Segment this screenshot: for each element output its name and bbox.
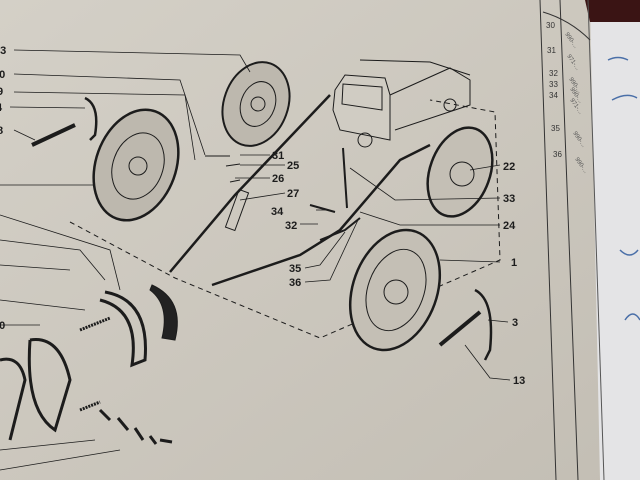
svg-text:32: 32 xyxy=(549,69,558,78)
shoe-lever-4 xyxy=(84,96,98,141)
callout-24: 24 xyxy=(503,220,516,232)
brake-lining xyxy=(149,284,178,341)
callout-13: 13 xyxy=(513,375,525,387)
brake-shoe xyxy=(99,290,147,368)
callout-8: 8 xyxy=(0,125,3,137)
callout-9: 9 xyxy=(0,86,3,98)
adjuster-27 xyxy=(224,188,250,232)
callout-23: 23 xyxy=(0,45,6,57)
svg-text:31: 31 xyxy=(547,46,556,55)
callout-26: 26 xyxy=(272,173,284,185)
callout-25: 25 xyxy=(287,160,299,172)
brake-shoe-lever-3 xyxy=(474,288,493,361)
svg-text:30: 30 xyxy=(546,21,555,30)
equalizer-lever xyxy=(309,147,361,241)
callout-10: 10 xyxy=(0,320,5,332)
brake-cable-left xyxy=(169,94,331,273)
handwritten-pen-marks xyxy=(607,56,640,321)
svg-text:33: 33 xyxy=(549,80,558,89)
svg-text:36: 36 xyxy=(553,150,562,159)
small-parts xyxy=(98,408,173,445)
brake-cable-right xyxy=(211,143,431,287)
callout-22: 22 xyxy=(503,161,515,173)
callout-30: 30 xyxy=(0,69,5,81)
backing-plate-22 xyxy=(426,126,494,218)
adjacent-page xyxy=(585,0,640,480)
return-springs xyxy=(79,316,111,412)
callout-35: 35 xyxy=(289,263,301,275)
callout-32: 32 xyxy=(285,220,297,232)
callout-34: 34 xyxy=(271,206,284,218)
callout-33: 33 xyxy=(503,193,515,205)
callout-1: 1 xyxy=(511,257,517,269)
strut-13 xyxy=(438,310,482,347)
brake-shoe-edge xyxy=(0,357,27,441)
truck-illustration xyxy=(332,59,471,148)
svg-text:35: 35 xyxy=(551,124,560,133)
bolts-31-25-26 xyxy=(205,155,241,183)
brake-drum-23 xyxy=(221,61,291,147)
callout-27: 27 xyxy=(287,188,299,200)
callouts: 23 30 9 4 8 10 31 25 26 27 22 33 34 32 2… xyxy=(0,45,525,387)
backing-plate-1 xyxy=(348,228,442,352)
svg-text:34: 34 xyxy=(549,91,558,100)
callout-31: 31 xyxy=(272,150,284,162)
callout-36: 36 xyxy=(289,277,301,289)
strut-8 xyxy=(31,123,76,147)
brake-shoe-lower xyxy=(27,338,72,433)
assembly-dashed-outline xyxy=(69,99,501,339)
callout-4: 4 xyxy=(0,102,3,114)
brake-drum-left xyxy=(92,108,180,222)
callout-3: 3 xyxy=(512,317,518,329)
leader-lines xyxy=(0,49,511,471)
